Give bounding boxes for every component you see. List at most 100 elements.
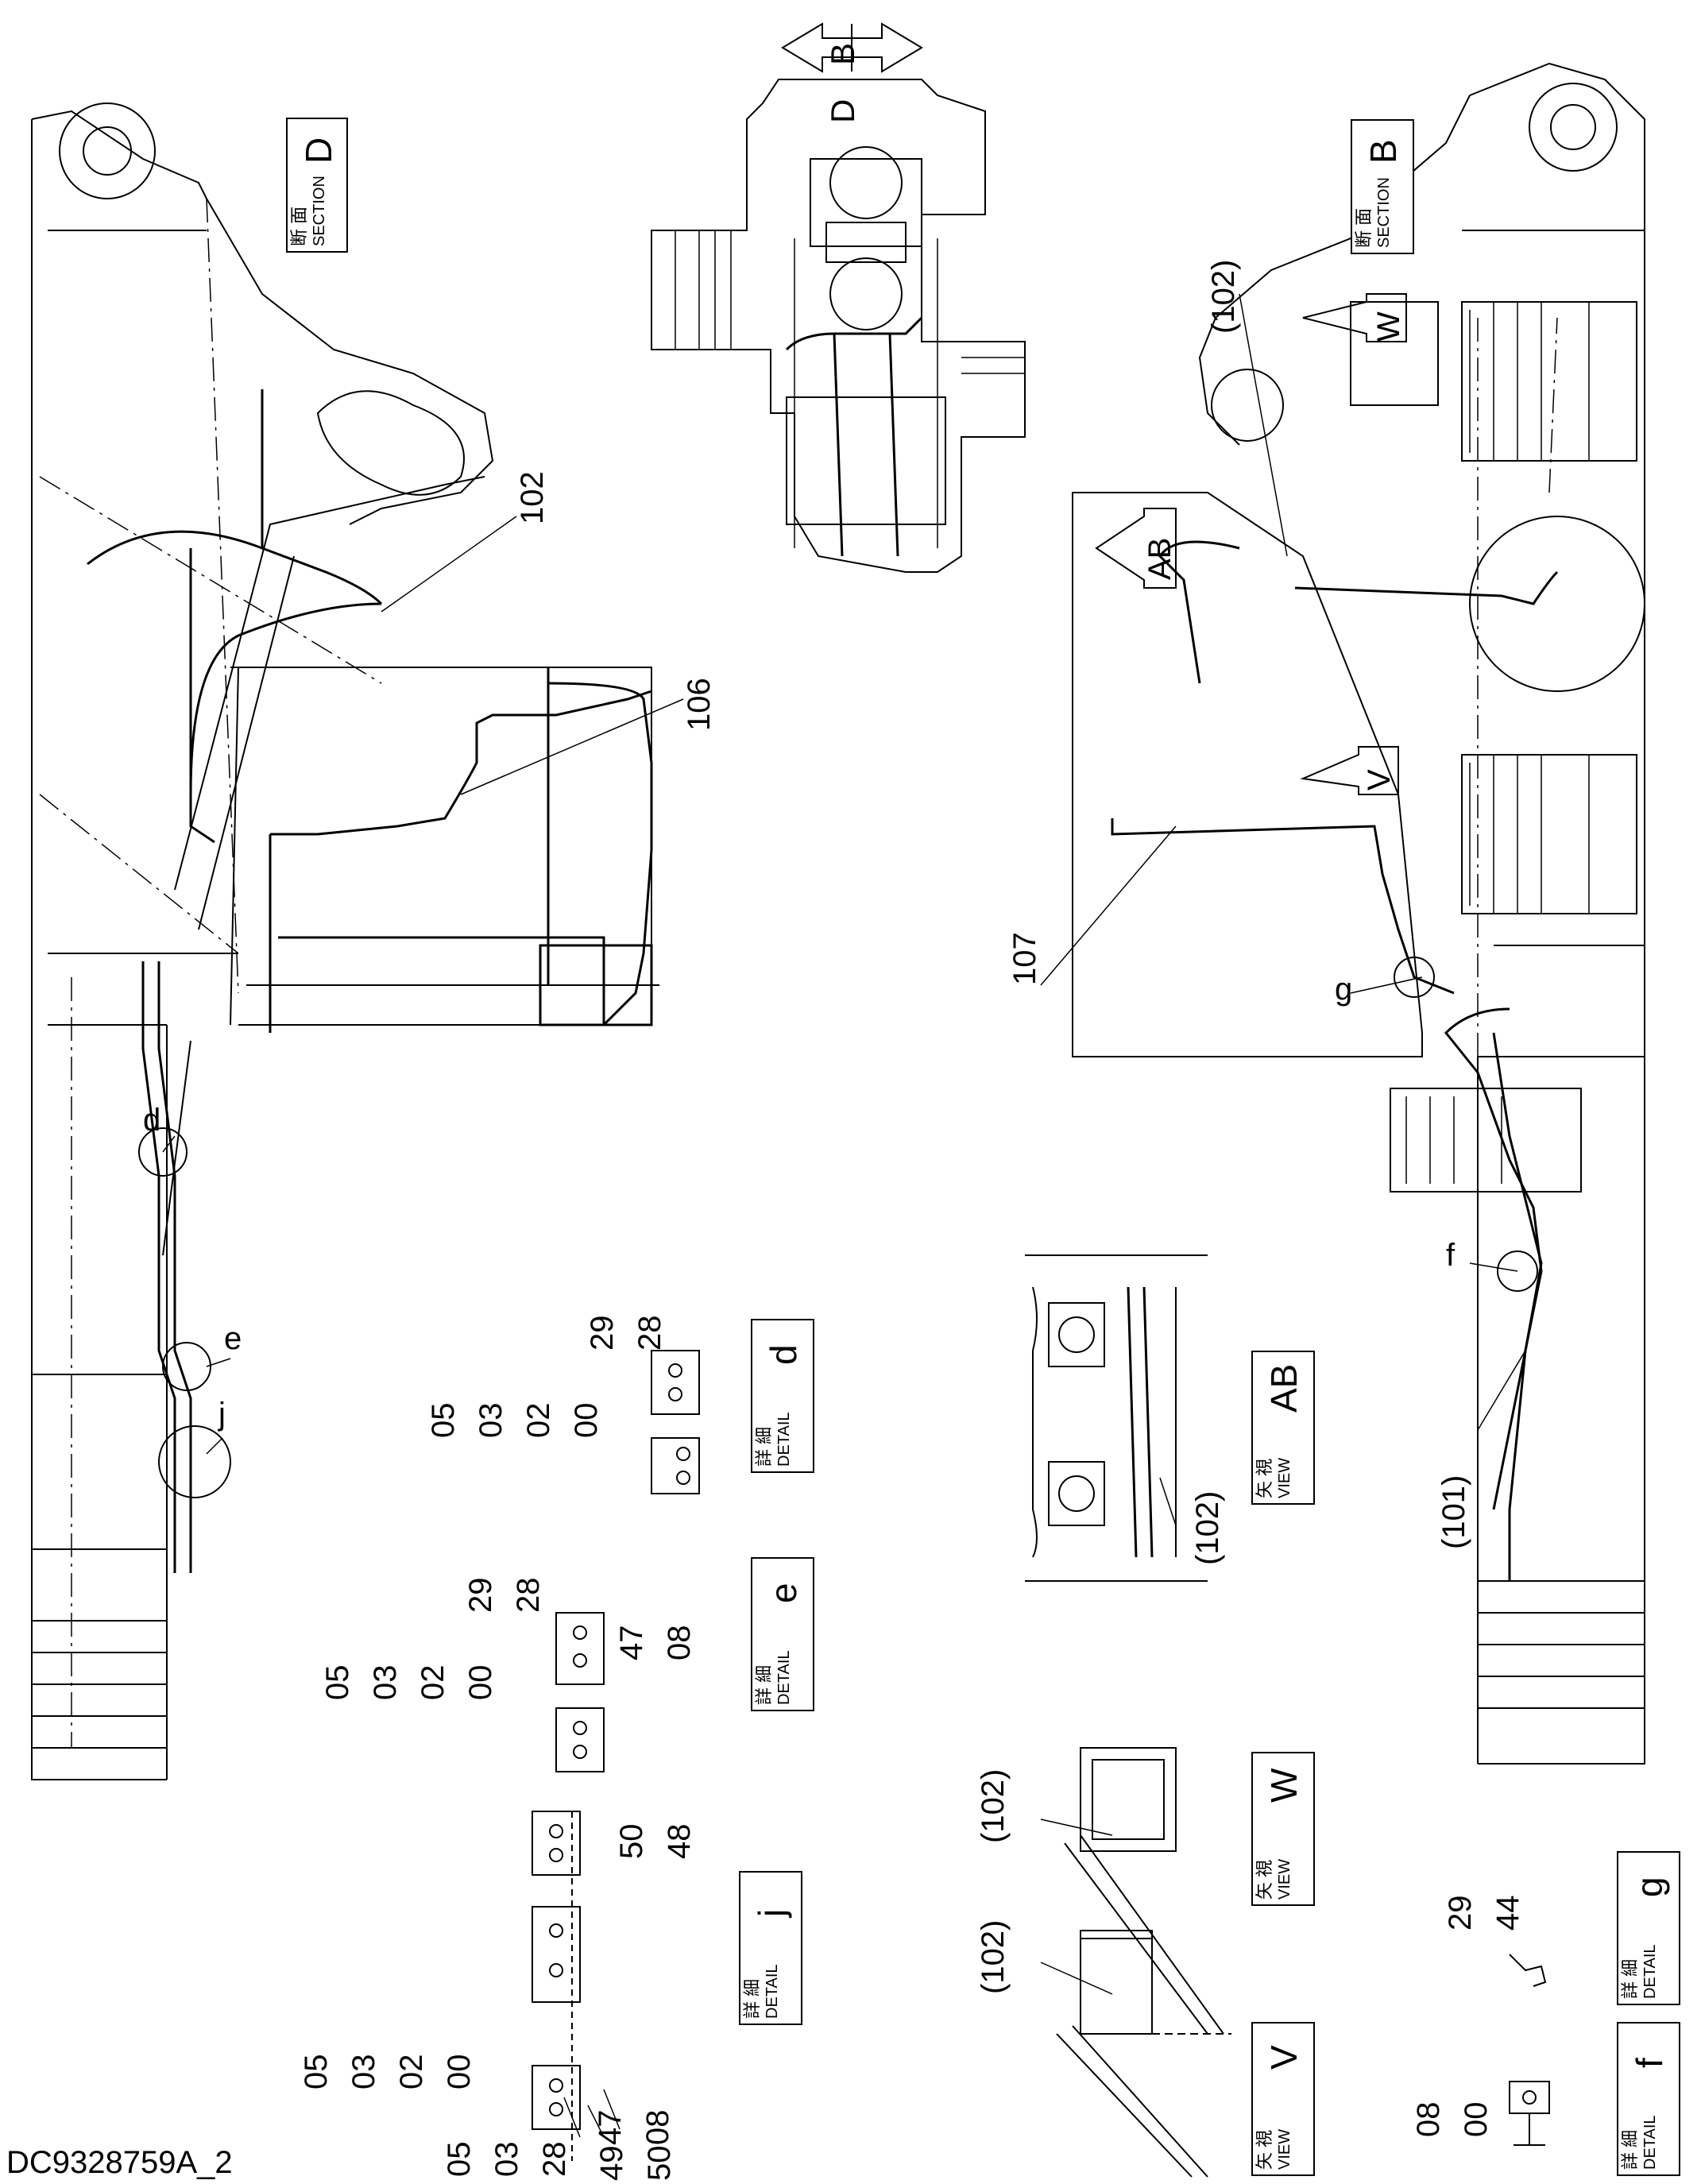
detail-e-letter: e [763, 1583, 804, 1603]
detail-j-part: 03 [346, 2054, 381, 2090]
callout-e: e [224, 1321, 242, 1356]
view-w-label: W 矢 視 VIEW [1251, 1752, 1315, 1906]
detail-d-letter: d [763, 1344, 804, 1365]
callout-102-view-w: (102) [976, 1768, 1011, 1843]
detail-f-jp: 詳 細 [1620, 2129, 1640, 2170]
detail-j-part: 49 [594, 2145, 629, 2182]
detail-d-part: 29 [585, 1315, 620, 1351]
arrow-letter-b: B [824, 42, 861, 65]
detail-d-part: 05 [426, 1402, 461, 1439]
arrow-letter-d: D [824, 99, 861, 123]
detail-g-en: DETAIL [1641, 1944, 1659, 1999]
detail-f-en: DETAIL [1641, 2115, 1659, 2170]
view-w-letter: W [1263, 1768, 1305, 1803]
detail-g-part: 44 [1490, 1895, 1525, 1931]
view-marker-ab: AB [1142, 537, 1177, 580]
detail-d-part: 28 [632, 1315, 667, 1351]
view-v-en: VIEW [1276, 2128, 1293, 2170]
detail-j-part: 03 [489, 2141, 524, 2178]
callout-102-view-ab: (102) [1190, 1490, 1225, 1565]
harness-right [1111, 540, 1559, 1581]
view-w-jp: 矢 視 [1254, 1859, 1274, 1900]
detail-g-drawing [1509, 1954, 1547, 1987]
callout-f: f [1446, 1238, 1456, 1273]
view-marker-v-shape [1300, 746, 1399, 795]
detail-e-part: 00 [463, 1664, 498, 1701]
detail-j-label: j 詳 細 DETAIL [739, 1871, 802, 2025]
detail-f-part: 08 [1411, 2101, 1446, 2138]
callout-102-view-v: (102) [976, 1919, 1011, 1994]
detail-e-part: 08 [662, 1625, 697, 1661]
view-ab-letter: AB [1263, 1363, 1305, 1413]
section-b-en: SECTION [1375, 177, 1393, 248]
section-d-label: D 断 面 SECTION [286, 118, 348, 253]
detail-g-letter: g [1629, 1877, 1670, 1897]
view-marker-w: W [1371, 311, 1406, 342]
center-frame [230, 667, 659, 1026]
view-marker-v: V [1362, 769, 1397, 790]
view-v-letter: V [1263, 2045, 1305, 2070]
detail-e-drawing [555, 1612, 605, 1772]
view-ab-label: AB 矢 視 VIEW [1251, 1351, 1315, 1505]
view-marker-ab-shape [1095, 508, 1177, 589]
callout-d: d [143, 1103, 161, 1138]
detail-j-part: 02 [394, 2054, 429, 2090]
detail-d-label: d 詳 細 DETAIL [751, 1319, 814, 1473]
callout-101: (101) [1436, 1475, 1471, 1549]
section-b-label: B 断 面 SECTION [1351, 119, 1414, 254]
detail-f-part: 00 [1459, 2101, 1494, 2138]
detail-j-part: 00 [442, 2054, 477, 2090]
harness-106 [269, 667, 653, 1033]
detail-j-part: 28 [537, 2141, 572, 2178]
top-plan-view [651, 79, 1026, 573]
detail-j-part: 05 [299, 2054, 334, 2090]
detail-d-jp: 詳 細 [754, 1426, 774, 1467]
detail-e-part: 29 [463, 1577, 498, 1614]
detail-g-label: g 詳 細 DETAIL [1617, 1851, 1680, 2005]
drawing-number: DC9328759A_2 [6, 2145, 233, 2180]
detail-circles [138, 957, 1538, 1498]
view-v-jp: 矢 視 [1254, 2129, 1274, 2170]
detail-j-part: 05 [442, 2141, 477, 2178]
detail-e-part: 28 [511, 1577, 546, 1614]
detail-e-part: 05 [320, 1664, 355, 1701]
view-direction-arrow [781, 22, 923, 73]
view-ab-drawing [1025, 1254, 1208, 1582]
detail-g-jp: 詳 細 [1620, 1958, 1640, 1999]
callout-j: j [218, 1397, 226, 1432]
detail-j-part: 50 [642, 2145, 677, 2182]
detail-f-drawing [1509, 2081, 1550, 2146]
view-w-drawing [1064, 1747, 1231, 2035]
section-b-jp: 断 面 [1354, 207, 1374, 248]
detail-e-part: 03 [368, 1664, 403, 1701]
detail-e-jp: 詳 細 [754, 1664, 774, 1705]
detail-j-part: 50 [614, 1823, 649, 1860]
detail-f-label: f 詳 細 DETAIL [1617, 2022, 1680, 2176]
view-v-drawing [1056, 1930, 1208, 2178]
harness-102-left [87, 389, 383, 1573]
view-w-en: VIEW [1276, 1858, 1293, 1900]
view-v-label: V 矢 視 VIEW [1251, 2022, 1315, 2176]
right-body [1072, 301, 1637, 1193]
view-ab-en: VIEW [1276, 1457, 1293, 1498]
left-frame-centerlines [39, 198, 382, 1748]
detail-d-part: 00 [569, 1402, 604, 1439]
callout-106: 106 [682, 678, 717, 731]
callout-g: g [1335, 972, 1353, 1007]
section-b-letter: B [1363, 139, 1404, 164]
section-d-jp: 断 面 [289, 206, 309, 246]
detail-e-label: e 詳 細 DETAIL [751, 1557, 814, 1711]
view-marker-w-shape [1302, 293, 1407, 342]
detail-e-en: DETAIL [775, 1650, 793, 1705]
detail-j-part: 48 [662, 1823, 697, 1860]
section-d-en: SECTION [311, 176, 328, 246]
detail-g-part: 29 [1443, 1895, 1478, 1931]
leader-lines [162, 293, 1526, 2138]
detail-j-en: DETAIL [764, 1964, 781, 2019]
detail-d-drawing [651, 1350, 700, 1494]
detail-d-en: DETAIL [775, 1412, 793, 1467]
view-ab-jp: 矢 視 [1254, 1458, 1274, 1498]
detail-e-part: 47 [614, 1625, 649, 1661]
detail-j-part: 47 [593, 2109, 628, 2146]
